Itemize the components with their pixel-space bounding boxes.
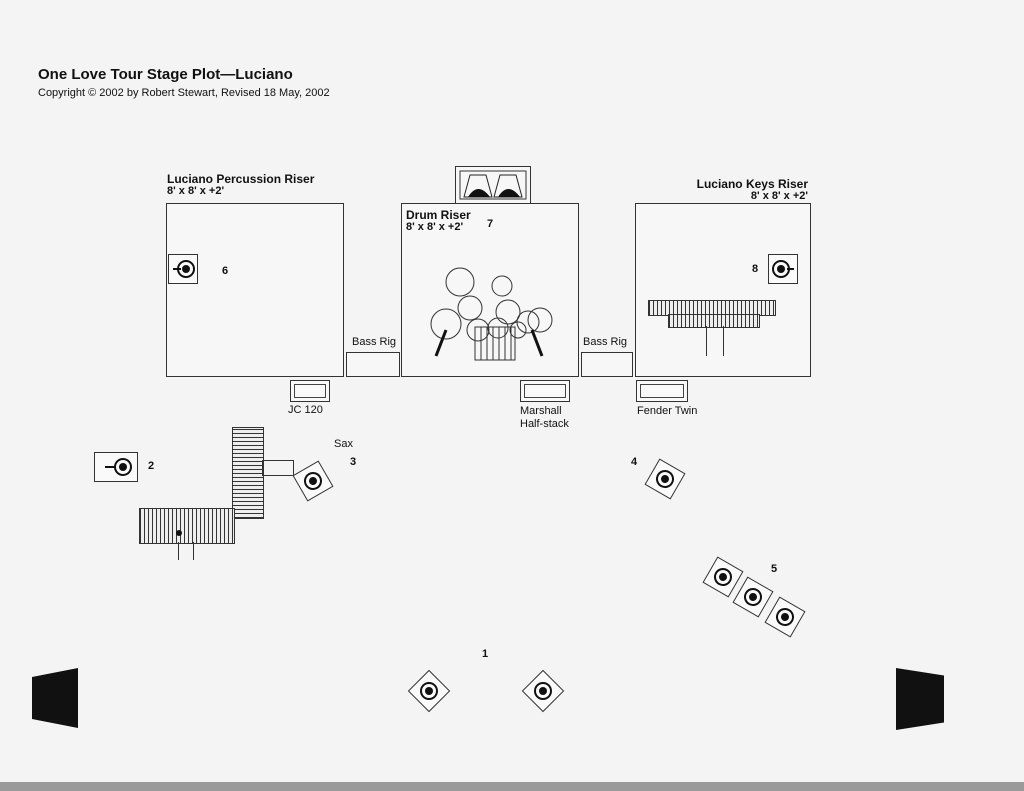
keyboard-icon: [232, 427, 264, 519]
monitor-wedge-icon: [521, 669, 565, 713]
bass-rig-left: [346, 352, 400, 377]
drum-riser: [401, 203, 579, 377]
percussion-riser: [166, 203, 344, 377]
monitor-wedge-icon: [644, 458, 686, 500]
stool-icon: [176, 530, 182, 536]
bass-rig-left-label: Bass Rig: [352, 336, 397, 348]
monitor-number: 5: [771, 563, 778, 575]
percussion-riser-size: 8' x 8' x +2': [167, 185, 225, 197]
keyboard-stand: [178, 542, 194, 560]
fender-twin-label: Fender Twin: [637, 405, 698, 417]
monitor-wedge-icon: [94, 452, 138, 482]
monitor-wedge-icon: [764, 596, 806, 638]
monitor-number: 8: [752, 263, 759, 275]
jc120-label: JC 120: [288, 404, 323, 416]
jc120-amp: [290, 380, 330, 402]
copyright: Copyright © 2002 by Robert Stewart, Revi…: [38, 87, 330, 99]
side-fill-right-icon: [896, 668, 944, 730]
monitor-wedge-icon: [168, 254, 198, 284]
side-fill-left-icon: [32, 668, 78, 728]
monitor-number: 1: [482, 648, 489, 660]
monitor-wedge-icon: [292, 460, 334, 502]
monitor-wedge-icon: [702, 556, 744, 598]
marshall-label-2: Half-stack: [520, 418, 569, 430]
sax-label: Sax: [334, 438, 353, 450]
monitor-number: 7: [487, 218, 494, 230]
keyboard-icon: [139, 508, 235, 544]
keys-riser-label: Luciano Keys Riser: [696, 177, 808, 191]
monitor-wedge-icon: [732, 576, 774, 618]
keyboard-stand: [706, 326, 724, 356]
drum-riser-label: Drum Riser: [406, 208, 471, 222]
bass-rig-right-label: Bass Rig: [583, 336, 628, 348]
monitor-number: 3: [350, 456, 357, 468]
drum-riser-size: 8' x 8' x +2': [406, 221, 464, 233]
monitor-number: 6: [222, 265, 229, 277]
keys-riser-size: 8' x 8' x +2': [750, 190, 808, 202]
monitor-number: 2: [148, 460, 155, 472]
keyboard-stand: [262, 460, 294, 476]
monitor-wedge-icon: [407, 669, 451, 713]
bass-rig-right: [581, 352, 633, 377]
page-title: One Love Tour Stage Plot—Luciano: [38, 66, 293, 83]
monitor-number: 4: [631, 456, 638, 468]
fender-twin-amp: [636, 380, 688, 402]
keyboard-icon: [668, 314, 760, 328]
marshall-label: Marshall: [520, 405, 562, 417]
monitor-wedge-icon: [768, 254, 798, 284]
marshall-amp: [520, 380, 570, 402]
scan-edge: [0, 782, 1024, 791]
drum-fill-monitors: [455, 166, 531, 204]
percussion-riser-label: Luciano Percussion Riser: [167, 172, 315, 186]
